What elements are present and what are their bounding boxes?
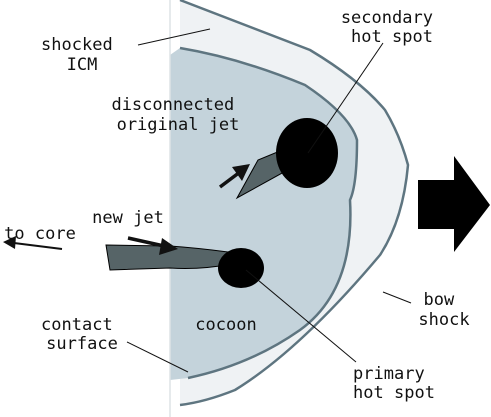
leader-bow-shock [382,291,412,304]
label-cocoon: cocoon [195,315,256,335]
label-bow-shock: bow shock [418,290,469,330]
leader-primary-hot-spot [245,269,357,363]
label-disconnected-jet: disconnected original jet [111,95,244,135]
label-new-jet: new jet [92,208,164,228]
label-contact-surface: contact surface [41,315,123,354]
leader-contact-surface [126,341,189,373]
bow-shock-line [179,0,410,407]
primary-hot-spot [218,248,264,288]
secondary-hot-spot [276,118,338,188]
label-primary-hot-spot: primary hot spot [353,364,435,403]
leader-secondary-hot-spot [307,42,384,154]
to-core-arrow [3,236,63,250]
label-secondary-hot-spot: secondary hot spot [341,8,443,47]
motion-arrow [418,156,490,252]
leader-shocked-icm [137,28,211,46]
contact-surface-line [179,46,359,380]
disconnected-jet-arrow [218,164,250,189]
label-shocked-icm: shocked ICM [41,35,123,75]
new-jet-arrow [127,236,178,255]
label-to-core: to core [4,224,76,244]
